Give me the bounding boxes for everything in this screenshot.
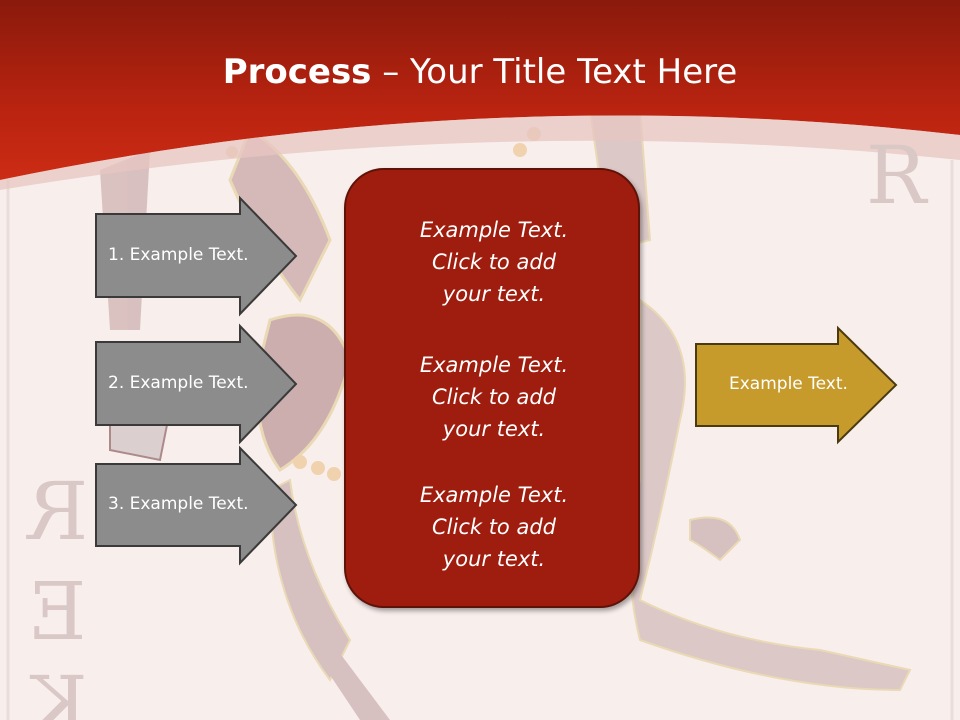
decor-letter-top-right: R xyxy=(866,129,927,222)
text-line: Click to add xyxy=(431,250,556,274)
header-band xyxy=(0,0,960,180)
decor-letter-left-3: K xyxy=(28,659,88,720)
text-line: Click to add xyxy=(431,515,556,539)
decor-letter-left-2: E xyxy=(28,565,87,658)
output-arrow xyxy=(695,325,898,445)
text-line: Example Text. xyxy=(419,353,569,377)
text-line: your text. xyxy=(442,417,546,441)
center-process-box[interactable]: Example Text. Click to add your text. Ex… xyxy=(344,168,640,608)
text-line: Example Text. xyxy=(419,483,569,507)
text-line: Click to add xyxy=(431,385,556,409)
output-arrow-label[interactable]: Example Text. xyxy=(729,374,848,394)
input-arrow-1 xyxy=(95,195,298,317)
input-arrow-1-label[interactable]: 1. Example Text. xyxy=(108,245,249,265)
decor-letter-left-1: R xyxy=(28,465,89,558)
center-text-block-2[interactable]: Example Text. Click to add your text. xyxy=(346,349,642,445)
center-text-block-3[interactable]: Example Text. Click to add your text. xyxy=(346,479,642,575)
text-line: your text. xyxy=(442,547,546,571)
title-bold: Process xyxy=(222,52,372,92)
text-line: Example Text. xyxy=(419,218,569,242)
title-rest: – Your Title Text Here xyxy=(371,52,738,92)
header-swoosh xyxy=(0,115,960,190)
input-arrow-2-label[interactable]: 2. Example Text. xyxy=(108,373,249,393)
center-text-block-1[interactable]: Example Text. Click to add your text. xyxy=(346,214,642,310)
input-arrow-3 xyxy=(95,445,298,566)
text-line: your text. xyxy=(442,282,546,306)
slide-title[interactable]: Process – Your Title Text Here xyxy=(0,52,960,92)
input-arrow-3-label[interactable]: 3. Example Text. xyxy=(108,494,249,514)
input-arrow-2 xyxy=(95,323,298,445)
